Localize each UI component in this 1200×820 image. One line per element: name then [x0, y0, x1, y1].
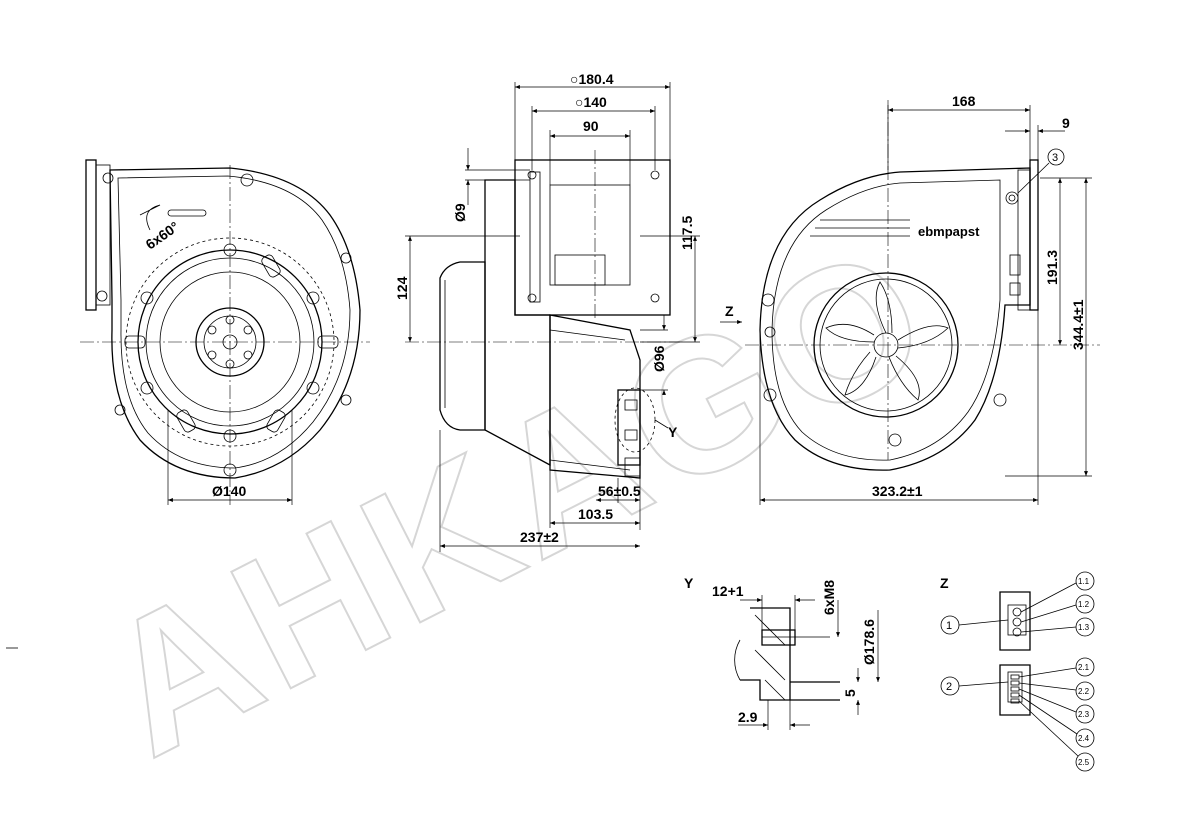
dim-90: 90 — [583, 118, 599, 134]
dim-117-5: 117.5 — [679, 216, 695, 250]
dim-344-4: 344.4±1 — [1070, 299, 1086, 350]
pin-1-1: 1.1 — [1078, 577, 1090, 586]
dim-9: Ø9 — [452, 203, 468, 222]
dim-103-5: 103.5 — [578, 506, 613, 522]
dim-96: Ø96 — [651, 345, 667, 372]
center-view: Y ○180.4 ○140 90 Ø9 117.5 124 — [394, 71, 700, 552]
dim-191-3: 191.3 — [1044, 250, 1060, 285]
callout-2: 2 — [946, 681, 952, 693]
dim-168: 168 — [952, 93, 976, 109]
dim-180-4: ○180.4 — [570, 71, 614, 87]
detail-z-title: Z — [940, 575, 949, 591]
watermark: AHKAGO — [72, 202, 963, 796]
pin-1-3: 1.3 — [1078, 623, 1090, 632]
callout-1: 1 — [946, 620, 952, 632]
dim-9-right: 9 — [1062, 115, 1070, 131]
pin-2-3: 2.3 — [1078, 710, 1090, 719]
diameter-140-label: Ø140 — [212, 483, 246, 499]
dim-140: ○140 — [575, 94, 607, 110]
callout-3: 3 — [1052, 152, 1058, 164]
dim-237: 237±2 — [520, 529, 559, 545]
detail-y-title: Y — [684, 575, 694, 591]
pin-2-5: 2.5 — [1078, 758, 1090, 767]
dim-12: 12+1 — [712, 583, 744, 599]
left-view: 6x60° Ø140 — [80, 159, 370, 505]
brand-logo: ebmpapst — [918, 224, 980, 239]
dim-56: 56±0.5 — [598, 483, 641, 499]
pin-2-2: 2.2 — [1078, 687, 1090, 696]
dim-5: 5 — [842, 689, 858, 697]
pin-1-2: 1.2 — [1078, 600, 1090, 609]
impeller-blades — [825, 281, 949, 401]
right-view: ebmpapst Z 168 9 3 191.3 344.4±1 — [720, 93, 1100, 505]
pin-2-4: 2.4 — [1078, 734, 1090, 743]
dim-323-2: 323.2±1 — [872, 483, 923, 499]
dim-178-6: Ø178.6 — [861, 619, 877, 665]
dim-124: 124 — [394, 276, 410, 300]
dim-2-9: 2.9 — [738, 709, 758, 725]
angle-label: 6x60° — [143, 218, 182, 252]
label-z: Z — [725, 303, 734, 319]
dim-6xm8: 6xM8 — [821, 580, 837, 615]
label-y: Y — [668, 424, 678, 440]
detail-z: Z 1 2 1.1 1.2 1.3 2.1 — [940, 571, 1095, 772]
pin-2-1: 2.1 — [1078, 663, 1090, 672]
detail-y: Y 12+1 6xM8 Ø178.6 5 2.9 — [684, 575, 880, 730]
